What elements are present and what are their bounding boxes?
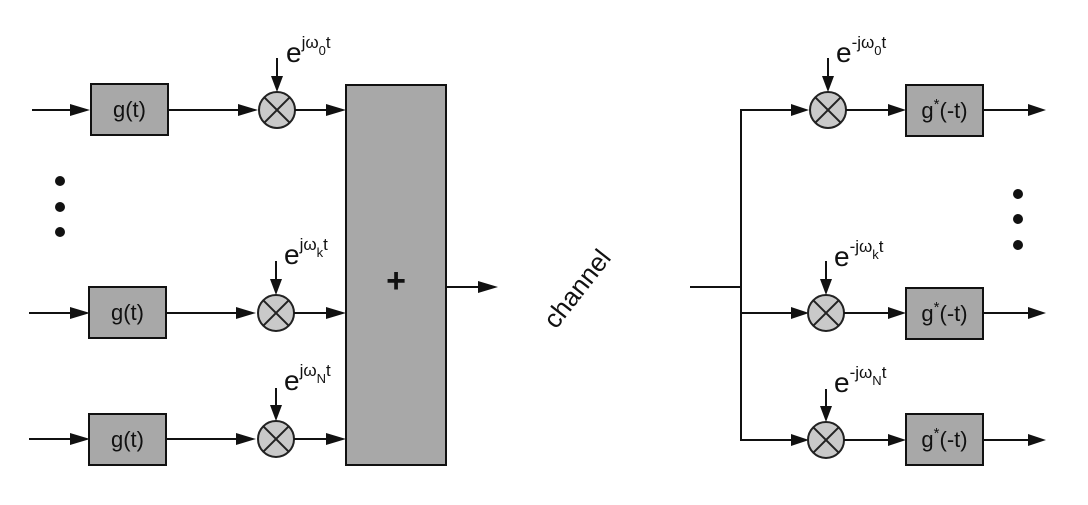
rx-branch-0: e-jω0t g*(-t) xyxy=(740,33,1046,137)
arrow-icon xyxy=(271,76,283,92)
arrow-icon xyxy=(238,104,258,116)
arrow-icon xyxy=(791,104,809,116)
arrow-icon xyxy=(270,279,282,295)
rx-branch-N: e-jωNt g*(-t) xyxy=(740,363,1046,466)
tx-filter-block-N xyxy=(88,413,167,466)
ellipsis-dot xyxy=(1013,240,1023,250)
rx-filter-block-N xyxy=(905,413,984,466)
ellipsis-dot xyxy=(1013,214,1023,224)
tx-oscillator-label-k: ejωkt xyxy=(284,235,328,270)
tx-mixer-0 xyxy=(258,91,296,129)
tx-oscillator-label-N: ejωNt xyxy=(284,361,331,396)
arrow-icon xyxy=(1028,307,1046,319)
tx-mixer-k xyxy=(257,294,295,332)
arrow-icon xyxy=(888,104,906,116)
arrow-icon xyxy=(1028,104,1046,116)
channel-label: channel xyxy=(537,243,617,333)
arrow-icon xyxy=(888,307,906,319)
ellipsis-dot xyxy=(55,176,65,186)
plus-icon: + xyxy=(386,262,406,300)
rx-ellipsis xyxy=(1013,189,1023,250)
arrow-icon xyxy=(70,104,90,116)
mixer-cross xyxy=(812,299,840,327)
rx-filter-label-0: g*(-t) xyxy=(921,96,967,123)
tx-mixer-N xyxy=(257,420,295,458)
arrow-icon xyxy=(1028,434,1046,446)
rx-oscillator-label-0: e-jω0t xyxy=(836,33,887,68)
tx-ellipsis xyxy=(55,176,65,237)
tx-filter-label-k: g(t) xyxy=(111,300,144,325)
arrow-icon xyxy=(478,281,498,293)
arrow-icon xyxy=(791,307,809,319)
mixer-cross xyxy=(263,96,291,124)
tx-branch-k: g(t) ejωkt xyxy=(29,235,346,339)
transmitter: g(t) ejω0t g(t) xyxy=(29,33,498,466)
rx-oscillator-label-k: e-jωkt xyxy=(834,237,884,272)
arrow-icon xyxy=(270,405,282,421)
ellipsis-dot xyxy=(55,202,65,212)
rx-filter-block-k xyxy=(905,287,984,340)
arrow-icon xyxy=(70,433,90,445)
arrow-icon xyxy=(236,307,256,319)
rx-oscillator-label-N: e-jωNt xyxy=(834,363,887,398)
summer-block: + xyxy=(345,84,498,466)
rx-filter-block-0 xyxy=(905,84,984,137)
tx-oscillator-label-0: ejω0t xyxy=(286,33,331,68)
ellipsis-dot xyxy=(55,227,65,237)
arrow-icon xyxy=(888,434,906,446)
summer-rect xyxy=(345,84,447,466)
tx-branch-0: g(t) ejω0t xyxy=(32,33,346,136)
mixer-cross xyxy=(262,299,290,327)
tx-filter-block-k xyxy=(88,286,167,339)
arrow-icon xyxy=(822,76,834,92)
rx-branch-k: e-jωkt g*(-t) xyxy=(740,237,1046,340)
mixer-cross xyxy=(262,425,290,453)
arrow-icon xyxy=(326,104,346,116)
arrow-icon xyxy=(70,307,90,319)
arrow-icon xyxy=(820,406,832,422)
rx-filter-label-k: g*(-t) xyxy=(921,299,967,326)
mixer-cross xyxy=(814,96,842,124)
tx-filter-label-0: g(t) xyxy=(113,97,146,122)
tx-filter-label-N: g(t) xyxy=(111,427,144,452)
arrow-icon xyxy=(326,433,346,445)
receiver: e-jω0t g*(-t) xyxy=(690,33,1046,466)
rx-mixer-k xyxy=(807,294,845,332)
arrow-icon xyxy=(236,433,256,445)
ellipsis-dot xyxy=(1013,189,1023,199)
arrow-icon xyxy=(820,279,832,295)
arrow-icon xyxy=(326,307,346,319)
arrow-icon xyxy=(791,434,809,446)
mixer-cross xyxy=(812,426,840,454)
rx-mixer-0 xyxy=(809,91,847,129)
rx-filter-label-N: g*(-t) xyxy=(921,425,967,452)
rx-mixer-N xyxy=(807,421,845,459)
tx-branch-N: g(t) ejωNt xyxy=(29,361,346,466)
